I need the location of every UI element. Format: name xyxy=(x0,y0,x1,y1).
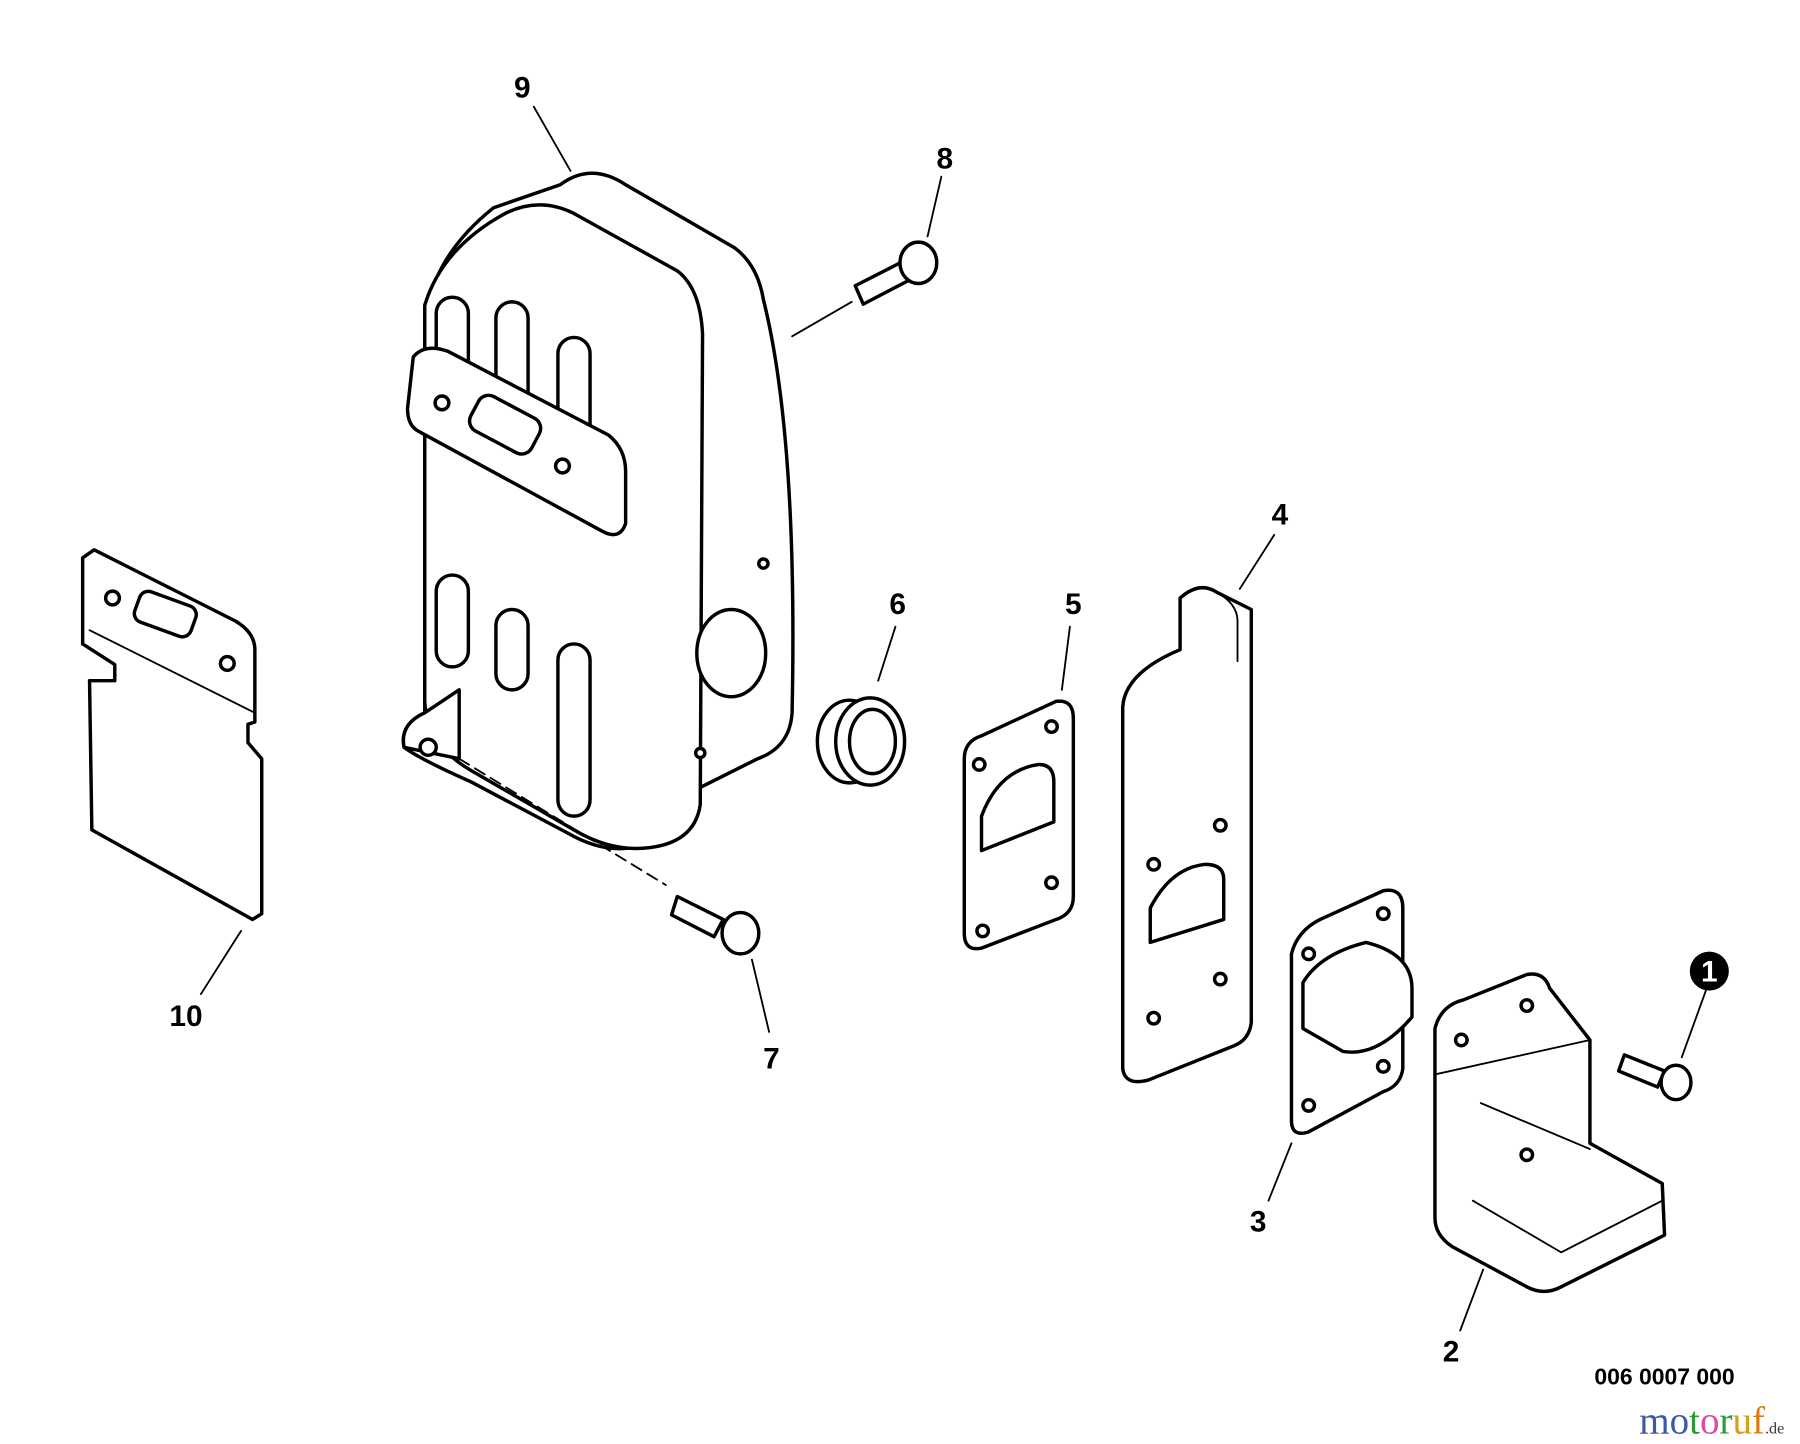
callout-9: 9 xyxy=(514,72,531,105)
part-2-cover xyxy=(1433,972,1667,1294)
callout-3: 3 xyxy=(1250,1206,1267,1239)
callout-2: 2 xyxy=(1443,1335,1460,1368)
part-8-bolt xyxy=(791,240,939,338)
callout-4: 4 xyxy=(1272,499,1289,532)
callout-labels: 9 8 4 6 5 10 7 1 3 2 006 0007 000 motoru… xyxy=(169,72,1784,1443)
callout-7: 7 xyxy=(763,1043,780,1076)
part-3-deflector xyxy=(1289,888,1414,1135)
part-7-bolt xyxy=(669,894,761,956)
part-1-screw xyxy=(1616,1053,1693,1102)
part-5-gasket xyxy=(962,699,1076,951)
motoruf-watermark: motoruf.de xyxy=(1639,1400,1784,1443)
callout-5: 5 xyxy=(1065,588,1082,621)
leader-lines xyxy=(199,105,1707,1332)
part-6-spark-screen xyxy=(815,696,907,787)
callout-6: 6 xyxy=(889,588,906,621)
drawing-number: 006 0007 000 xyxy=(1594,1363,1734,1389)
part-9-muffler xyxy=(401,171,795,886)
part-4-heat-shield xyxy=(1120,585,1253,1084)
callout-1: 1 xyxy=(1701,955,1718,988)
callout-10: 10 xyxy=(169,1000,202,1033)
callout-8: 8 xyxy=(936,143,953,176)
callout-1-badge xyxy=(1689,951,1729,991)
part-10-gasket xyxy=(80,548,264,922)
